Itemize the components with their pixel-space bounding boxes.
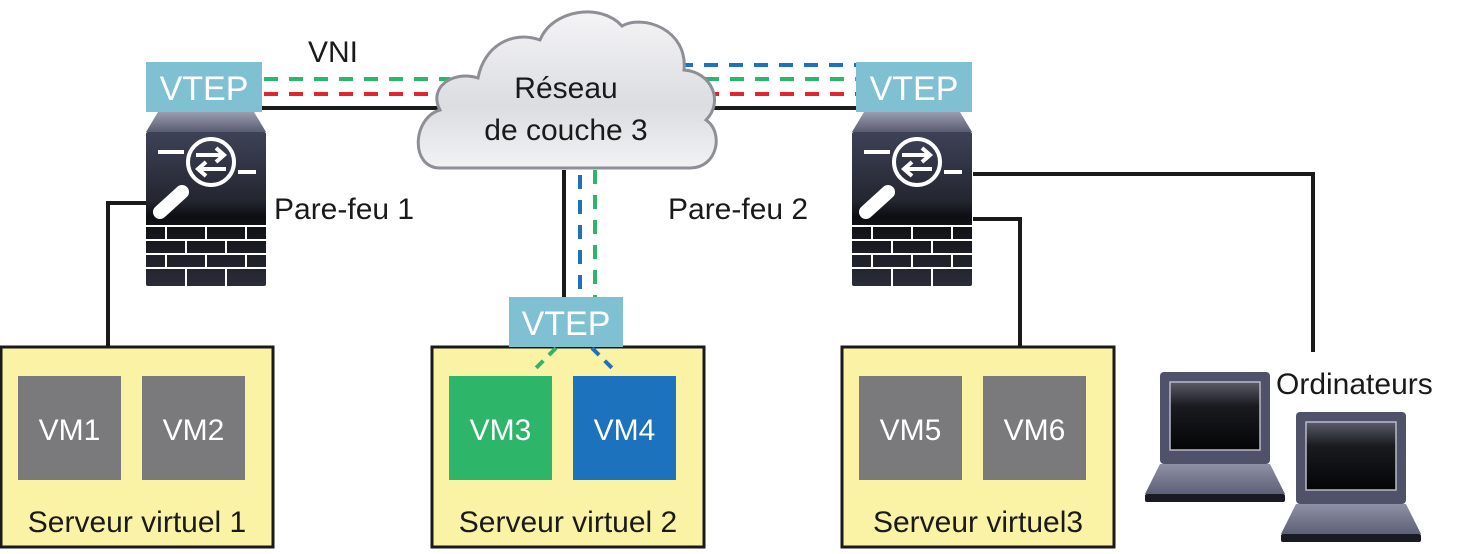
vtep-3: VTEP	[509, 297, 623, 347]
vm-1	[18, 376, 121, 480]
vm-6	[983, 376, 1086, 480]
server-2: VM3 VM4 Serveur virtuel 2	[430, 345, 706, 549]
server-1-label: Serveur virtuel 1	[28, 506, 246, 539]
laptop-1-icon	[1145, 372, 1285, 502]
firewall-1-label: Pare-feu 1	[274, 193, 414, 226]
firewall-2	[852, 112, 972, 286]
firewall-symbol-icon	[153, 137, 256, 219]
server-1: VM1 VM2 Serveur virtuel 1	[0, 345, 275, 549]
firewall-brick-icon	[852, 225, 972, 286]
vtep-2-label: VTEP	[870, 70, 959, 108]
server-2-label: Serveur virtuel 2	[459, 506, 677, 539]
vm-5	[859, 376, 962, 480]
vtep-3-label: VTEP	[522, 305, 611, 343]
cloud-label-line1: Réseau	[514, 72, 617, 105]
vm-3	[449, 376, 552, 480]
link-fw1-server1	[106, 201, 148, 347]
layer3-network-cloud: Réseau de couche 3	[416, 10, 718, 170]
vtep-2: VTEP	[856, 62, 972, 112]
computers-label: Ordinateurs	[1276, 368, 1433, 401]
firewall-brick-icon	[146, 225, 266, 286]
vm-4	[573, 376, 676, 480]
tunnel-vm4	[590, 346, 618, 374]
link-fw2-server3	[973, 217, 1022, 347]
vm-4-label: VM4	[594, 414, 656, 447]
physical-links	[106, 106, 1315, 352]
firewall-1	[146, 112, 266, 286]
vm-6-label: VM6	[1004, 414, 1066, 447]
vni-label: VNI	[308, 36, 358, 69]
laptop-2-icon	[1281, 412, 1421, 542]
server-3-label: Serveur virtuel3	[873, 506, 1083, 539]
vm-5-label: VM5	[880, 414, 942, 447]
firewall-2-label: Pare-feu 2	[668, 193, 808, 226]
firewall-symbol-icon	[859, 137, 962, 219]
vm-2	[142, 376, 245, 480]
vtep-1: VTEP	[146, 62, 262, 112]
vm-3-label: VM3	[470, 414, 532, 447]
server-3: VM5 VM6 Serveur virtuel3	[840, 345, 1116, 549]
vm-1-label: VM1	[39, 414, 101, 447]
vm-2-label: VM2	[163, 414, 225, 447]
tunnel-vm3	[530, 346, 558, 374]
link-fw2-computers	[973, 172, 1315, 352]
vtep-1-label: VTEP	[160, 70, 249, 108]
cloud-label-line2: de couche 3	[484, 114, 647, 147]
